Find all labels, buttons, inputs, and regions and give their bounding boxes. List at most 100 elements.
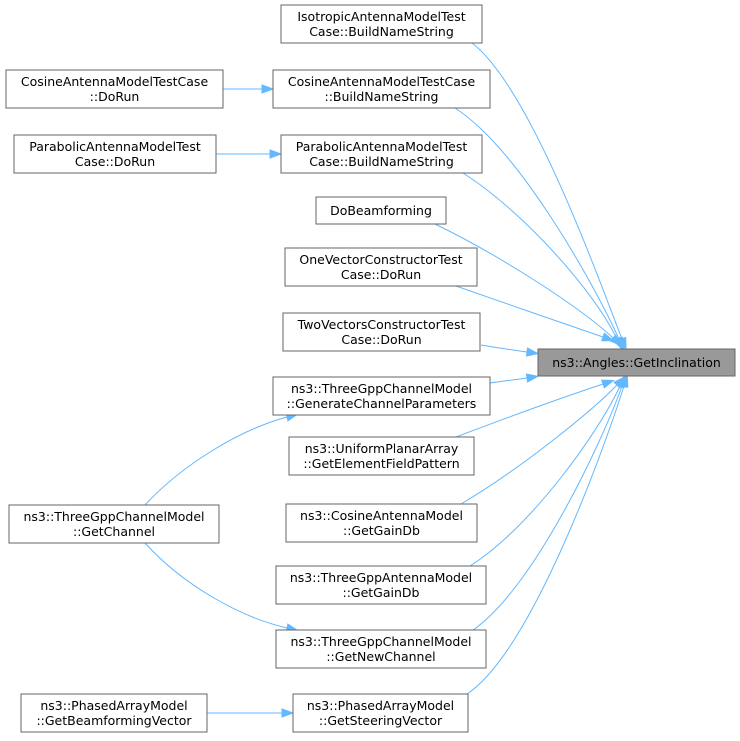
node-label-line: ns3::ThreeGppChannelModel bbox=[291, 381, 472, 396]
edge-get-beamforming-to-get-steering bbox=[207, 708, 295, 718]
edge-twovectors-dorun-to-ns3-getinclination bbox=[480, 344, 540, 357]
node-box[interactable] bbox=[282, 312, 481, 352]
node-label-line: CosineAntennaModelTestCase bbox=[288, 74, 476, 89]
node-label-line: ::GetGainDb bbox=[342, 585, 419, 600]
edge-threegpp-gaindb-to-ns3-getinclination bbox=[469, 374, 626, 567]
node-box[interactable] bbox=[280, 134, 483, 174]
node-iso-buildname[interactable]: IsotropicAntennaModelTestCase::BuildName… bbox=[280, 4, 483, 44]
edge-arrowhead bbox=[525, 347, 540, 357]
node-label-line: ns3::Angles::GetInclination bbox=[552, 355, 721, 370]
node-label-line: ::DoRun bbox=[90, 89, 140, 104]
edge-arrowhead bbox=[269, 149, 283, 159]
edge-gen-channel-params-to-ns3-getinclination bbox=[489, 373, 540, 384]
node-label-line: ParabolicAntennaModelTest bbox=[29, 139, 201, 154]
edge-line bbox=[466, 385, 625, 695]
edge-line bbox=[472, 385, 623, 631]
node-box[interactable] bbox=[315, 196, 447, 225]
node-box[interactable] bbox=[284, 247, 478, 287]
edge-arrowhead bbox=[609, 334, 623, 347]
node-box[interactable] bbox=[13, 134, 217, 174]
node-get-beamforming[interactable]: ns3::PhasedArrayModel::GetBeamformingVec… bbox=[20, 693, 208, 733]
node-box[interactable] bbox=[275, 565, 487, 605]
node-upa-element-field[interactable]: ns3::UniformPlanarArray::GetElementField… bbox=[288, 436, 475, 476]
edge-get-channel-to-get-new-channel bbox=[144, 542, 300, 633]
edge-arrowhead bbox=[600, 332, 615, 342]
edge-para-dorun-to-para-buildname bbox=[215, 149, 283, 159]
node-label-line: ns3::ThreeGppChannelModel bbox=[23, 509, 204, 524]
edge-line bbox=[480, 344, 528, 353]
node-label-line: Case::BuildNameString bbox=[309, 24, 454, 39]
node-box bbox=[537, 348, 736, 377]
node-get-channel[interactable]: ns3::ThreeGppChannelModel::GetChannel bbox=[8, 504, 220, 544]
edge-arrowhead bbox=[281, 708, 295, 718]
node-box[interactable] bbox=[8, 504, 220, 544]
node-label-line: IsotropicAntennaModelTest bbox=[297, 9, 465, 24]
node-label-line: CosineAntennaModelTestCase bbox=[21, 74, 209, 89]
edge-line bbox=[460, 384, 618, 505]
node-label-line: ::GetBeamformingVector bbox=[36, 713, 192, 728]
node-label-line: ::GetSteeringVector bbox=[319, 713, 443, 728]
node-threegpp-gaindb[interactable]: ns3::ThreeGppAntennaModel::GetGainDb bbox=[275, 565, 487, 605]
edge-para-buildname-to-ns3-getinclination bbox=[462, 172, 623, 351]
edge-cos-dorun-to-cos-buildname bbox=[223, 84, 275, 94]
node-label-line: TwoVectorsConstructorTest bbox=[297, 317, 466, 332]
node-label-line: ::GetNewChannel bbox=[326, 649, 435, 664]
node-label-line: ns3::UniformPlanarArray bbox=[305, 441, 459, 456]
edge-arrowhead bbox=[619, 374, 629, 388]
node-ns3-getinclination: ns3::Angles::GetInclination bbox=[537, 348, 736, 377]
node-dobeamforming[interactable]: DoBeamforming bbox=[315, 196, 447, 225]
node-label-line: ::GetChannel bbox=[73, 524, 155, 539]
node-label-line: ParabolicAntennaModelTest bbox=[296, 139, 468, 154]
node-box[interactable] bbox=[280, 4, 483, 44]
node-box[interactable] bbox=[5, 69, 224, 109]
edge-line bbox=[469, 385, 621, 567]
node-label-line: ns3::PhasedArrayModel bbox=[40, 698, 187, 713]
node-label-line: Case::DoRun bbox=[341, 267, 421, 282]
node-label-line: Case::DoRun bbox=[341, 332, 421, 347]
edge-get-new-channel-to-ns3-getinclination bbox=[472, 374, 627, 631]
edge-line bbox=[454, 107, 620, 340]
node-label-line: DoBeamforming bbox=[330, 203, 432, 218]
node-gen-channel-params[interactable]: ns3::ThreeGppChannelModel::GenerateChann… bbox=[272, 376, 491, 416]
edge-line bbox=[144, 416, 288, 506]
node-box[interactable] bbox=[288, 436, 475, 476]
edge-upa-element-field-to-ns3-getinclination bbox=[455, 379, 615, 438]
node-get-new-channel[interactable]: ns3::ThreeGppChannelModel::GetNewChannel bbox=[275, 629, 487, 669]
node-label-line: ns3::ThreeGppChannelModel bbox=[290, 634, 471, 649]
edge-get-steering-to-ns3-getinclination bbox=[466, 374, 629, 695]
edge-line bbox=[462, 172, 618, 340]
edge-arrowhead bbox=[600, 379, 615, 389]
node-label-line: ns3::PhasedArrayModel bbox=[307, 698, 454, 713]
node-cos-buildname[interactable]: CosineAntennaModelTestCase::BuildNameStr… bbox=[272, 69, 491, 109]
node-get-steering[interactable]: ns3::PhasedArrayModel::GetSteeringVector bbox=[292, 693, 469, 733]
node-box[interactable] bbox=[292, 693, 469, 733]
node-cos-dorun[interactable]: CosineAntennaModelTestCase::DoRun bbox=[5, 69, 224, 109]
node-label-line: ::BuildNameString bbox=[325, 89, 439, 104]
node-box[interactable] bbox=[272, 69, 491, 109]
node-box[interactable] bbox=[285, 503, 478, 543]
edge-line bbox=[455, 383, 604, 438]
node-label-line: Case::BuildNameString bbox=[309, 154, 454, 169]
edge-line bbox=[434, 223, 614, 339]
edge-arrowhead bbox=[525, 373, 540, 383]
node-box[interactable] bbox=[20, 693, 208, 733]
edge-line bbox=[455, 285, 604, 338]
edge-line bbox=[144, 542, 288, 629]
node-box[interactable] bbox=[275, 629, 487, 669]
node-box[interactable] bbox=[272, 376, 491, 416]
edge-get-channel-to-gen-channel-params bbox=[144, 412, 300, 506]
edge-line bbox=[471, 42, 623, 340]
node-label-line: ::GetElementFieldPattern bbox=[303, 456, 459, 471]
edge-dobeamforming-to-ns3-getinclination bbox=[434, 223, 623, 347]
node-label-line: ns3::CosineAntennaModel bbox=[300, 508, 463, 523]
node-label-line: ::GetGainDb bbox=[343, 523, 420, 538]
node-para-buildname[interactable]: ParabolicAntennaModelTestCase::BuildName… bbox=[280, 134, 483, 174]
node-cos-gaindb[interactable]: ns3::CosineAntennaModel::GetGainDb bbox=[285, 503, 478, 543]
edge-arrowhead bbox=[261, 84, 275, 94]
node-label-line: ns3::ThreeGppAntennaModel bbox=[290, 570, 472, 585]
edge-onevector-dorun-to-ns3-getinclination bbox=[455, 285, 615, 342]
